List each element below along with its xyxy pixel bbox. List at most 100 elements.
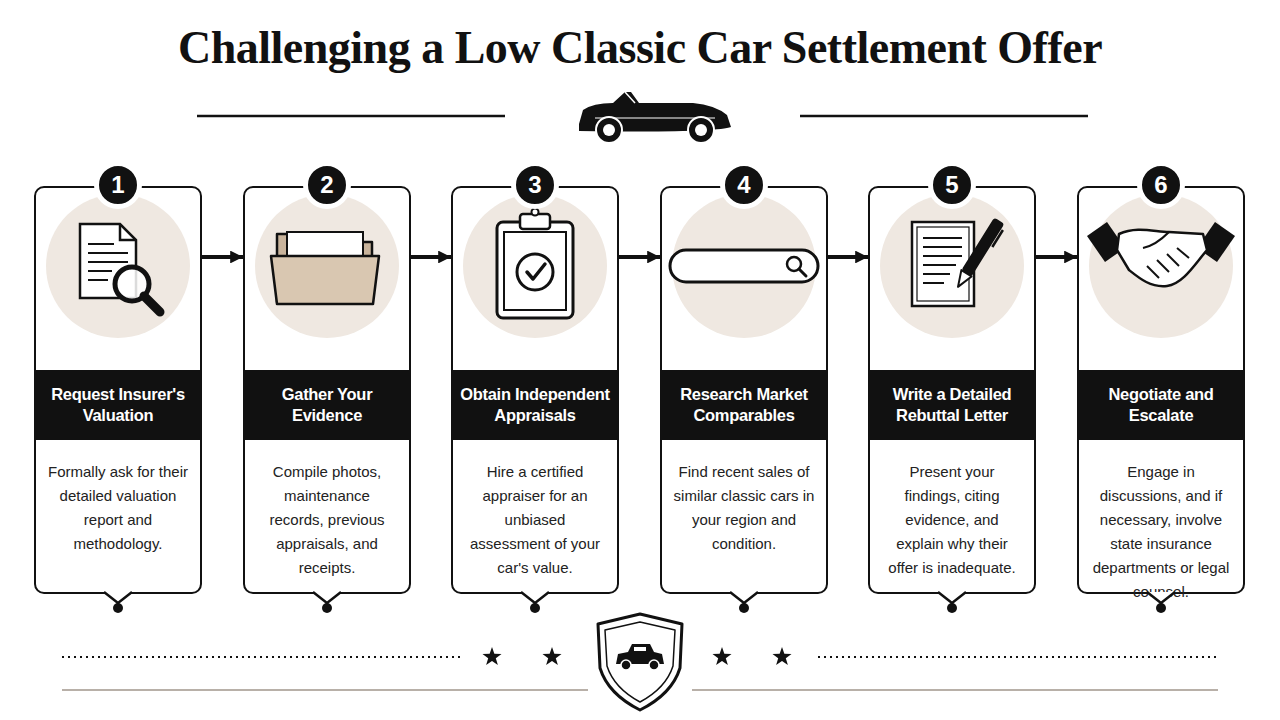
car-hub <box>695 124 707 136</box>
card-tab <box>730 592 758 603</box>
handshake-icon <box>1087 222 1235 286</box>
card-tab <box>938 592 966 603</box>
card-tab <box>104 592 132 603</box>
folder-icon <box>271 232 379 304</box>
hands <box>1117 230 1207 286</box>
text-line <box>923 264 956 266</box>
dotted-rule <box>62 656 462 658</box>
dotted-rule <box>818 656 1220 658</box>
document-pen-icon <box>912 218 1006 306</box>
pen-nib <box>953 270 972 290</box>
shield-outline <box>598 614 682 710</box>
car-wheel <box>596 117 622 143</box>
card-tabs <box>104 592 1175 613</box>
text-line <box>923 255 962 257</box>
step-number: 2 <box>303 161 351 209</box>
star-ornament <box>772 647 791 665</box>
step-heading: Research Market Comparables <box>662 370 826 440</box>
pen <box>953 218 1006 292</box>
finger-line <box>1157 260 1169 272</box>
diagram-title: Challenging a Low Classic Car Settlement… <box>0 20 1280 76</box>
flow-arrow <box>1036 255 1077 259</box>
icon-circle <box>880 194 1024 338</box>
step-card: 4Research Market ComparablesFind recent … <box>660 186 828 594</box>
document-search-icon <box>80 224 160 312</box>
step-number: 4 <box>720 161 768 209</box>
card-tab <box>521 592 549 603</box>
icon-circle <box>46 194 190 338</box>
search-field <box>670 250 818 282</box>
step-description: Compile photos, maintenance records, pre… <box>255 460 399 580</box>
car-icon <box>579 92 731 143</box>
card-dot <box>739 603 749 613</box>
shield-inner <box>605 622 675 702</box>
text-line <box>88 270 112 272</box>
step-number: 5 <box>928 161 976 209</box>
letter-sheet <box>912 222 974 306</box>
flow-arrow <box>202 255 243 259</box>
step-heading: Request Insurer's Valuation <box>36 370 200 440</box>
search-bar-icon <box>670 250 818 282</box>
icon-circle <box>255 194 399 338</box>
car-wheel <box>688 117 714 143</box>
step-heading: Write a Detailed Rebuttal Letter <box>870 370 1034 440</box>
document-fold <box>120 224 136 240</box>
card-tab <box>1147 592 1175 603</box>
step-description: Find recent sales of similar classic car… <box>672 460 816 556</box>
text-line <box>88 252 128 254</box>
text-line <box>88 279 108 281</box>
step-heading: Gather Your Evidence <box>245 370 409 440</box>
pen-clip <box>992 230 1003 247</box>
step-card: 6Negotiate and EscalateEngage in discuss… <box>1077 186 1245 594</box>
magnifier-handle <box>144 296 160 312</box>
step-description: Hire a certified appraiser for an unbias… <box>463 460 607 580</box>
flow-arrow <box>828 255 868 259</box>
badge-wheel <box>649 660 659 670</box>
title-rule <box>197 115 505 118</box>
clipboard-icon <box>497 209 573 319</box>
check-circle <box>517 254 553 290</box>
step-description: Present your findings, citing evidence, … <box>880 460 1024 580</box>
step-number: 3 <box>511 161 559 209</box>
text-line <box>88 261 128 263</box>
card-dot <box>322 603 332 613</box>
step-card: 5Write a Detailed Rebuttal LetterPresent… <box>868 186 1036 594</box>
star-ornament <box>712 647 731 665</box>
card-tab <box>313 592 341 603</box>
text-line <box>923 237 962 239</box>
search-handle <box>799 269 806 276</box>
star-ornament <box>542 647 561 665</box>
clipboard-sheet <box>504 232 566 310</box>
step-heading: Negotiate and Escalate <box>1079 370 1243 440</box>
check-mark <box>527 264 545 279</box>
text-line <box>923 273 950 275</box>
shield-badge <box>598 614 682 710</box>
finger-line <box>1147 266 1159 278</box>
flow-arrow <box>411 255 451 259</box>
step-number: 1 <box>94 161 142 209</box>
thumb-line <box>1143 232 1169 248</box>
card-dot <box>947 603 957 613</box>
text-line <box>923 282 944 284</box>
badge-wheel <box>621 660 631 670</box>
letter-border <box>917 227 969 301</box>
step-heading: Obtain Independent Appraisals <box>453 370 617 440</box>
step-card: 3Obtain Independent AppraisalsHire a cer… <box>451 186 619 594</box>
step-card: 1Request Insurer's ValuationFormally ask… <box>34 186 202 594</box>
pen-barrel <box>961 218 1004 277</box>
card-dot <box>113 603 123 613</box>
step-description: Engage in discussions, and if necessary,… <box>1089 460 1233 604</box>
car-hub <box>603 124 615 136</box>
icon-circle <box>463 194 607 338</box>
step-card: 2Gather Your EvidenceCompile photos, mai… <box>243 186 411 594</box>
clipboard-ring <box>532 209 539 216</box>
folder-front <box>271 256 379 304</box>
text-line <box>923 246 962 248</box>
footer-rule <box>62 689 588 691</box>
title-rule <box>800 115 1088 118</box>
finger-line <box>1167 254 1179 266</box>
flow-arrow <box>619 255 660 259</box>
